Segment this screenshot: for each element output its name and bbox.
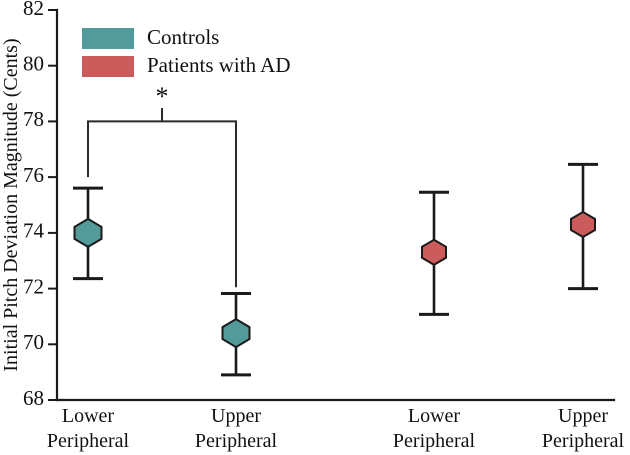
y-tick-label: 70 (23, 330, 44, 354)
data-marker-hexagon (221, 317, 251, 349)
data-marker-hexagon (570, 210, 596, 239)
y-tick-label: 74 (23, 219, 45, 243)
y-axis-tick-labels: 68 70 72 74 76 78 80 82 (23, 0, 45, 410)
legend: Controls Patients with AD (82, 25, 291, 77)
significance-bracket: * (87, 82, 237, 288)
x-label-line1: Upper (558, 405, 608, 427)
data-point-group (419, 190, 449, 316)
x-label-line1: Lower (62, 405, 115, 427)
y-tick-label: 76 (23, 163, 44, 187)
y-tick-label: 68 (23, 386, 44, 410)
x-label-line2: Peripheral (542, 430, 625, 452)
data-point-group (221, 292, 251, 377)
y-tick-label: 72 (23, 274, 44, 298)
significance-bracket-path (87, 120, 237, 288)
data-point-group (73, 186, 103, 281)
x-label-line2: Peripheral (195, 430, 278, 452)
y-axis-ticks (48, 9, 57, 401)
x-label-line2: Peripheral (393, 430, 476, 452)
y-tick-label: 78 (23, 107, 44, 131)
x-label-line1: Lower (408, 405, 461, 427)
y-tick-label: 82 (23, 0, 44, 20)
y-axis-title: Initial Pitch Deviation Magnitude (Cents… (0, 38, 22, 371)
x-label-line2: Peripheral (47, 430, 130, 452)
significance-asterisk: * (156, 82, 169, 111)
x-axis-category-labels: Lower Peripheral Upper Peripheral Lower … (47, 405, 625, 452)
data-marker-hexagon (421, 238, 447, 266)
legend-label-controls: Controls (147, 25, 219, 49)
legend-label-patients: Patients with AD (147, 53, 291, 77)
legend-swatch-controls (82, 28, 134, 49)
x-label-line1: Upper (211, 405, 261, 427)
data-point-group (568, 162, 598, 291)
legend-swatch-patients (82, 56, 134, 77)
data-marker-hexagon (73, 217, 103, 249)
y-tick-label: 80 (23, 52, 44, 76)
